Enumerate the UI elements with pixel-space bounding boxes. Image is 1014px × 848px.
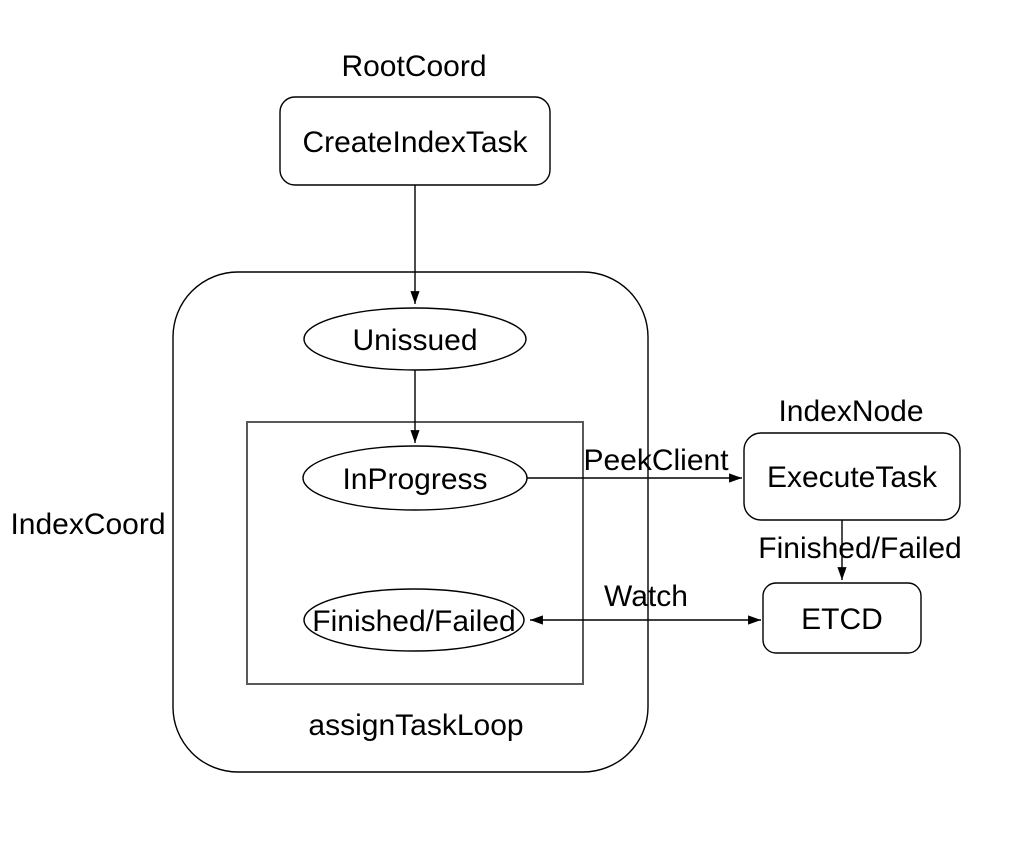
finished-failed-state-ellipse	[303, 588, 525, 652]
index-node-label: IndexNode	[778, 395, 923, 428]
assign-task-loop-label: assignTaskLoop	[308, 709, 523, 742]
watch-edge-label: Watch	[604, 580, 688, 613]
root-coord-label: RootCoord	[341, 50, 486, 83]
etcd-label: ETCD	[801, 603, 883, 636]
finished-failed-edge-label: Finished/Failed	[758, 532, 961, 565]
unissued-label: Unissued	[352, 324, 477, 357]
index-coord-label: IndexCoord	[10, 508, 165, 541]
in-progress-label: InProgress	[342, 463, 487, 496]
etcd-node	[762, 582, 922, 654]
peek-client-edge-label: PeekClient	[583, 444, 729, 477]
create-index-task-label: CreateIndexTask	[302, 126, 528, 159]
finished-failed-state-label: Finished/Failed	[312, 605, 515, 638]
execute-task-label: ExecuteTask	[767, 461, 938, 494]
execute-task-node	[743, 432, 961, 521]
